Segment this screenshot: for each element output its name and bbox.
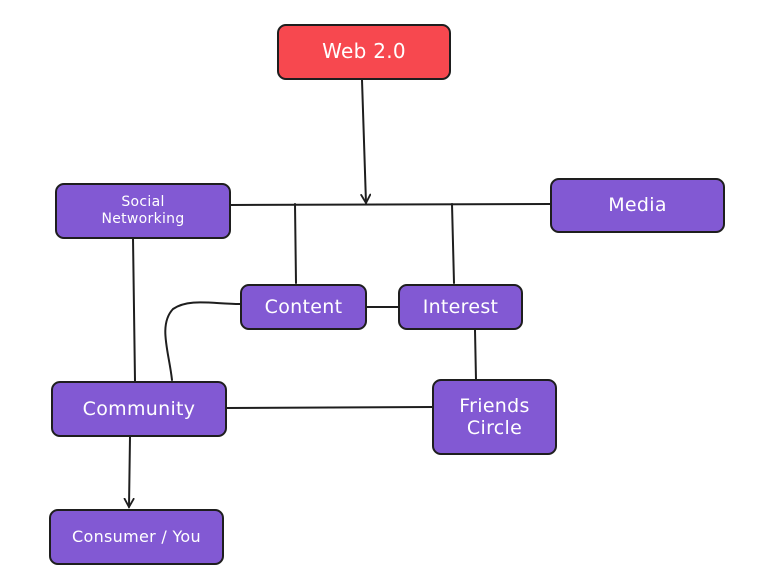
node-friends-circle-line2: Circle: [466, 417, 523, 439]
node-interest: Interest: [398, 284, 523, 330]
edge-interest-to-friends: [474, 329, 477, 381]
edge-community-to-friends: [225, 406, 435, 409]
edge-social-to-community: [132, 237, 136, 382]
edge-content-to-community: [164, 301, 241, 381]
node-social-networking-line1: Social: [121, 194, 165, 211]
node-web-2-0: Web 2.0: [277, 24, 451, 80]
node-community-label: Community: [82, 397, 196, 420]
node-content-label: Content: [264, 295, 343, 318]
edge-community-to-consumer: [129, 436, 130, 507]
edge-social-media-bus: [229, 203, 551, 206]
node-social-networking-line2: Networking: [101, 211, 185, 227]
node-consumer-you-label: Consumer / You: [72, 526, 201, 546]
node-web-2-0-label: Web 2.0: [322, 39, 406, 64]
edge-bus-to-interest: [451, 203, 455, 284]
node-community: Community: [51, 381, 227, 437]
edge-web-to-bus: [362, 79, 366, 203]
node-consumer-you: Consumer / You: [49, 509, 224, 565]
node-friends-circle: Friends Circle: [432, 379, 557, 455]
node-friends-circle-line1: Friends: [459, 394, 530, 417]
node-social-networking: Social Networking: [55, 183, 231, 239]
node-interest-label: Interest: [422, 295, 499, 318]
node-media-label: Media: [608, 194, 667, 217]
node-content: Content: [240, 284, 367, 330]
edge-bus-to-content: [294, 203, 297, 284]
node-media: Media: [550, 178, 725, 233]
